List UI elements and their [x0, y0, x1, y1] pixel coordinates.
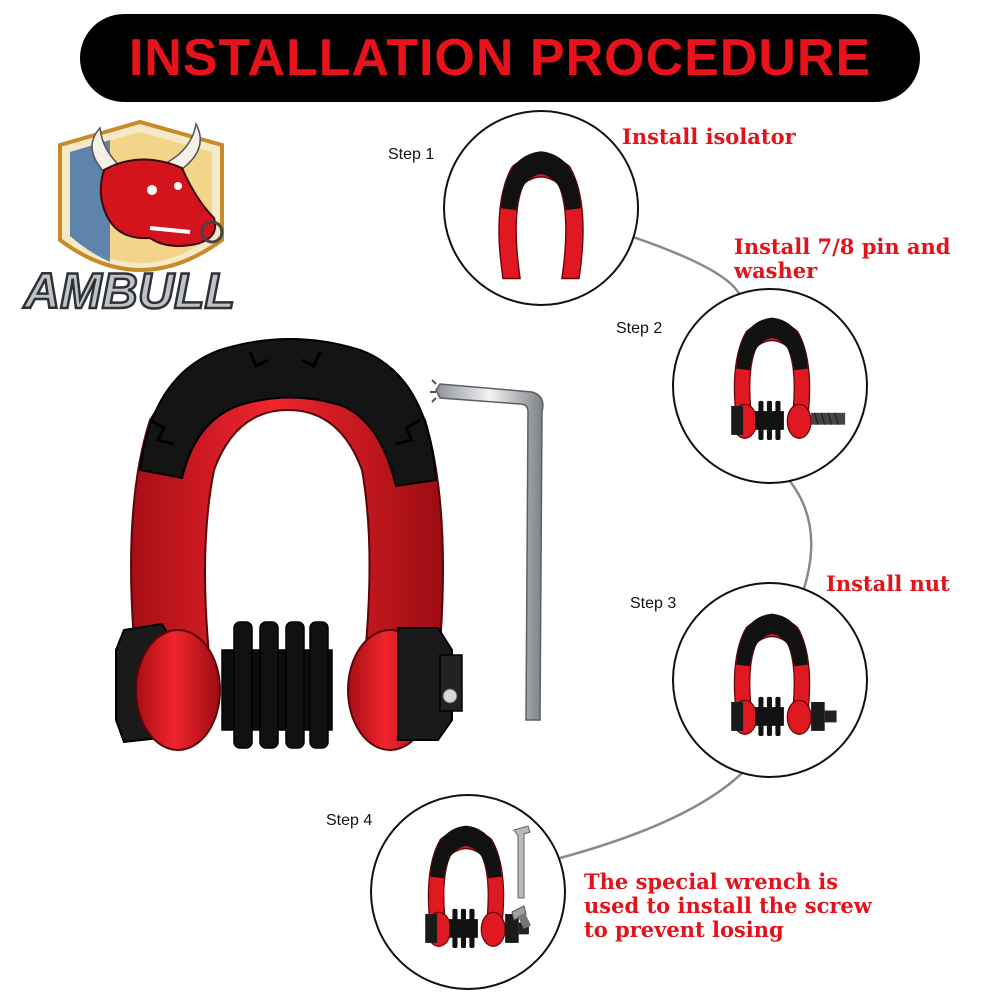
step-2-caption: Install 7/8 pin and washer [734, 235, 951, 283]
brand-wordmark: AMBULL [22, 263, 235, 319]
step-4-caption-line-3: to prevent losing [584, 917, 784, 942]
step-2-caption-line-1: Install 7/8 pin and [734, 234, 951, 259]
banner-title: INSTALLATION PROCEDURE [128, 29, 872, 87]
step-1-circle [443, 110, 639, 306]
title-banner: INSTALLATION PROCEDURE [80, 14, 920, 102]
step-2-caption-line-2: washer [734, 258, 818, 283]
bull-shield-icon [58, 119, 224, 272]
step-2-label: Step 2 [616, 320, 663, 337]
step-3-circle [672, 582, 868, 778]
step-4-caption-line-2: used to install the screw [584, 893, 872, 918]
step-4-circle [370, 794, 566, 990]
mini-wrench-icon [513, 825, 531, 899]
step-3-label: Step 3 [630, 595, 677, 612]
step-3-caption: Install nut [826, 571, 950, 596]
screw-icon [511, 905, 532, 929]
step-4-label: Step 4 [326, 812, 373, 829]
step-2-circle [672, 288, 868, 484]
step-1-caption: Install isolator [622, 124, 796, 149]
torx-wrench-icon [430, 379, 544, 721]
step-1-label: Step 1 [388, 146, 435, 163]
step-4-caption: The special wrench is used to install th… [584, 870, 872, 942]
step-4-caption-line-1: The special wrench is [584, 869, 839, 894]
